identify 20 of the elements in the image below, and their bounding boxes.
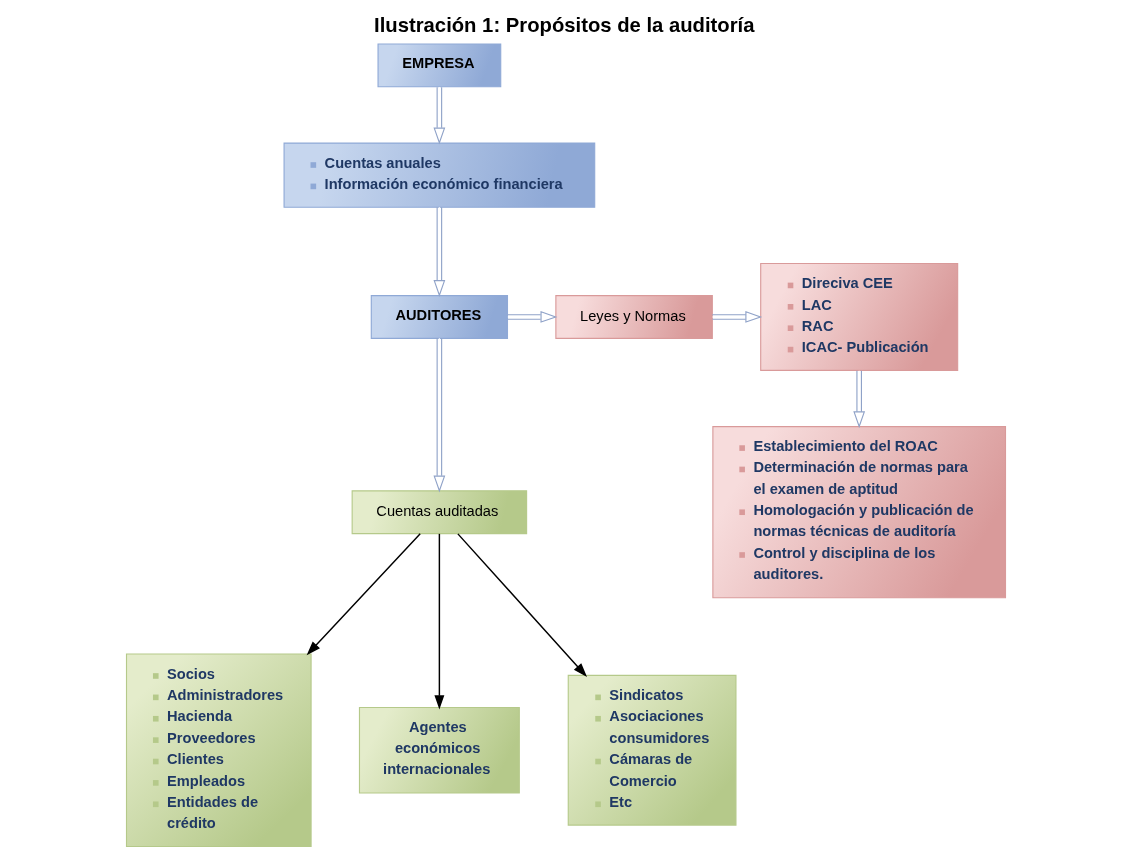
arrow	[434, 533, 445, 710]
node-box: Agentes económicos internacionales	[358, 706, 520, 794]
arrow	[433, 206, 446, 298]
node-box: AUDITORES	[370, 295, 509, 339]
arrow	[853, 370, 866, 429]
arrow	[306, 533, 421, 656]
node-box: EMPRESA	[377, 43, 502, 88]
diagram-title: Ilustración 1: Propósitos de la auditoría	[374, 14, 755, 37]
node-box: Leyes y Normas	[555, 295, 713, 339]
arrow	[433, 86, 446, 145]
node-box: Socios Administradores Hacienda Proveedores Clientes Empleados Entidades de crédito	[125, 653, 312, 848]
node-box: Cuentas auditadas	[351, 490, 528, 535]
arrow	[433, 337, 446, 493]
arrow	[507, 311, 558, 323]
node-box: Cuentas anuales Información económico financiera	[283, 142, 596, 208]
node-box: Direciva CEE LAC RAC ICAC- Publicación	[760, 262, 959, 371]
node-box: Sindicatos Asociaciones consumidores Cámaras de Comercio Etc	[567, 674, 737, 826]
arrow	[457, 533, 588, 678]
node-box: Establecimiento del ROAC Determinación de normas para el examen de aptitud Homologación y publicación de normas técnicas de auditoría Control y disciplina de los auditores.	[712, 426, 1007, 599]
arrow	[711, 311, 763, 323]
